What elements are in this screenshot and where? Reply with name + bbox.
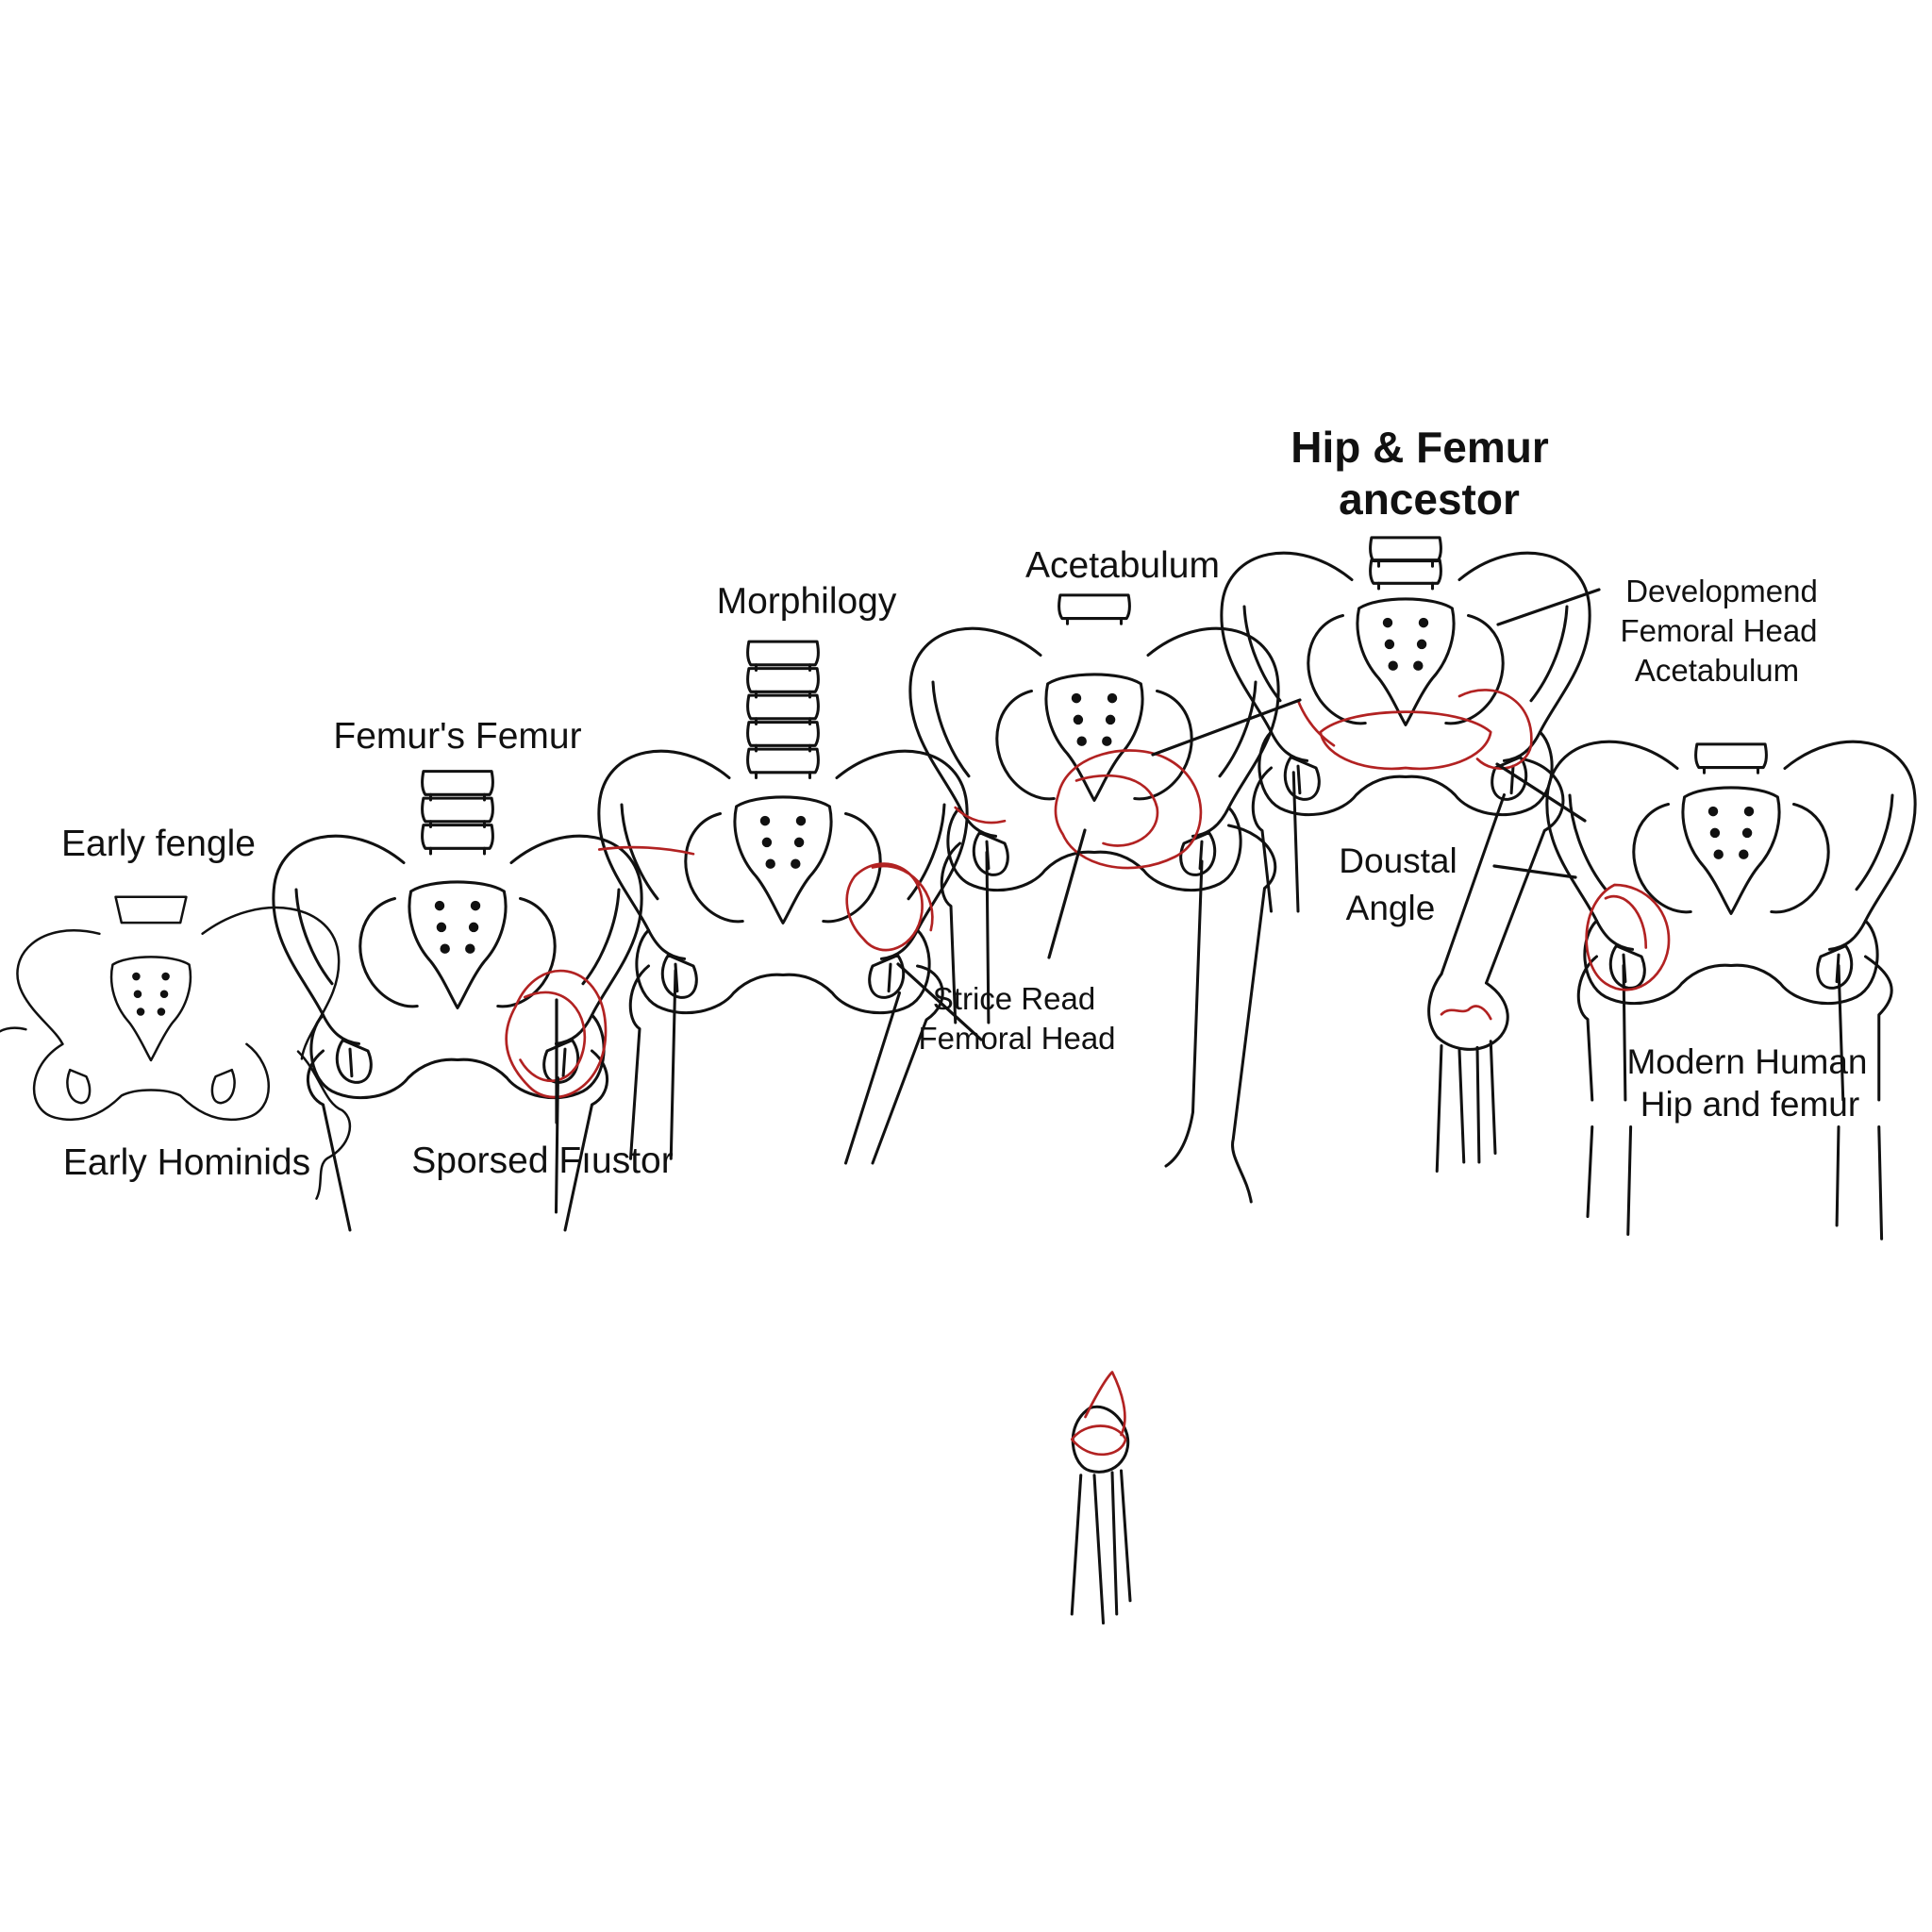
stage-2-skeleton: [274, 770, 641, 1232]
stage-5-callout-line-1: Doustal: [1339, 841, 1457, 880]
side-label-femoral-head: Femoral Head: [1620, 613, 1817, 648]
stage-4-top-label: Acetabulum: [1025, 545, 1220, 586]
stage-6-skeleton: [1547, 741, 1915, 1241]
stage-5-callout-line-2: Angle: [1346, 889, 1436, 927]
callout-lines: [555, 588, 1601, 1124]
stage-6-bottom-label-line-1: Modern Human: [1626, 1042, 1867, 1081]
stage-4-skeleton: [910, 593, 1278, 1625]
stage-1-top-label: Early fengle: [61, 824, 256, 864]
stage-2-bottom-label: Sporsed Fıustor: [411, 1141, 673, 1181]
title-line-1: Hip & Femur: [1291, 423, 1549, 472]
stage-5-skeleton: [1222, 536, 1590, 1174]
stage-3-skeleton: [599, 640, 967, 1165]
stage-6-bottom-label-line-2: Hip and femur: [1641, 1085, 1859, 1124]
stage-2-top-label: Femur's Femur: [333, 716, 581, 757]
stage-4-callout-line-1: Strice Read: [933, 981, 1095, 1016]
stage-3-top-label: Morphilogy: [717, 581, 897, 622]
stage-1-skeleton: [0, 895, 352, 1200]
side-label-acetabulum: Acetabulum: [1635, 653, 1799, 688]
title-line-2: ancestor: [1339, 475, 1520, 524]
stage-1-bottom-label: Early Hominids: [63, 1142, 310, 1183]
side-label-developmend: Developmend: [1625, 574, 1818, 608]
stage-4-callout-line-2: Femoral Head: [918, 1021, 1115, 1056]
